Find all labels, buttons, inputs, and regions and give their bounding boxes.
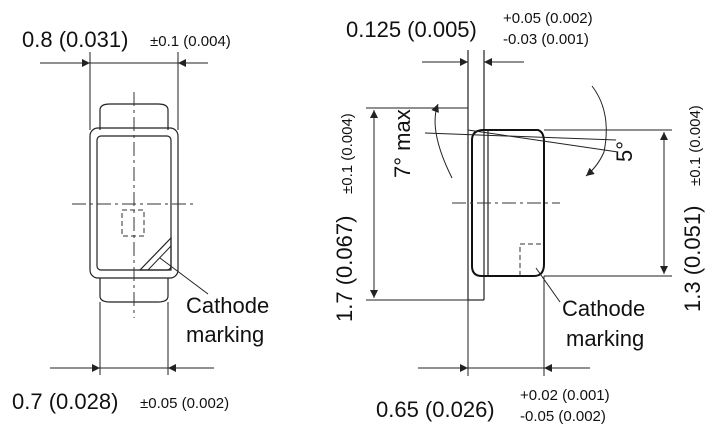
right-body <box>471 129 545 277</box>
right-angle-left-label: 7° max <box>390 109 415 178</box>
right-angle-line-right <box>467 129 619 153</box>
left-hidden-chip <box>121 209 145 237</box>
right-callout-line1: Cathode <box>562 296 645 321</box>
right-top-dim-tol-plus: +0.05 (0.002) <box>503 10 593 27</box>
right-bottom-dim-tol-plus: +0.02 (0.001) <box>520 387 610 404</box>
left-callout-line2: marking <box>186 322 264 347</box>
right-angle-line-left <box>424 132 617 141</box>
left-view: 0.8 (0.031) ±0.1 (0.004) Cathode marking <box>12 27 269 414</box>
right-angle-arc-right <box>585 85 607 177</box>
right-left-vdim-value: 1.7 (0.067) <box>332 216 357 322</box>
right-bottom-dim-tol-minus: -0.05 (0.002) <box>520 408 606 425</box>
right-top-dim-value: 0.125 (0.005) <box>346 17 477 42</box>
left-callout-leader <box>159 257 209 295</box>
right-right-vdim-value: 1.3 (0.051) <box>680 206 705 312</box>
left-cathode-marking <box>138 236 172 271</box>
right-angle-arc-left <box>431 103 453 179</box>
right-angle-right-label: 5° <box>612 141 637 162</box>
left-bottom-dim-tol: ±0.05 (0.002) <box>140 395 229 412</box>
right-right-vdim-tol: ±0.1 (0.004) <box>687 105 704 186</box>
right-top-dim-tol-minus: -0.03 (0.001) <box>503 31 589 48</box>
left-callout-line1: Cathode <box>186 293 269 318</box>
right-bottom-dim-value: 0.65 (0.026) <box>376 397 495 422</box>
left-bottom-dim-value: 0.7 (0.028) <box>12 389 118 414</box>
right-callout-leader <box>535 267 561 303</box>
right-hidden-marking <box>519 243 544 276</box>
left-top-dim-tol: ±0.1 (0.004) <box>150 33 231 50</box>
left-top-dim-value: 0.8 (0.031) <box>22 27 128 52</box>
right-left-vdim-tol: ±0.1 (0.004) <box>339 113 356 194</box>
left-cathode-marking-line <box>147 245 172 271</box>
right-callout-line2: marking <box>566 326 644 351</box>
right-view: 0.125 (0.005) +0.05 (0.002) -0.03 (0.001… <box>332 10 705 425</box>
